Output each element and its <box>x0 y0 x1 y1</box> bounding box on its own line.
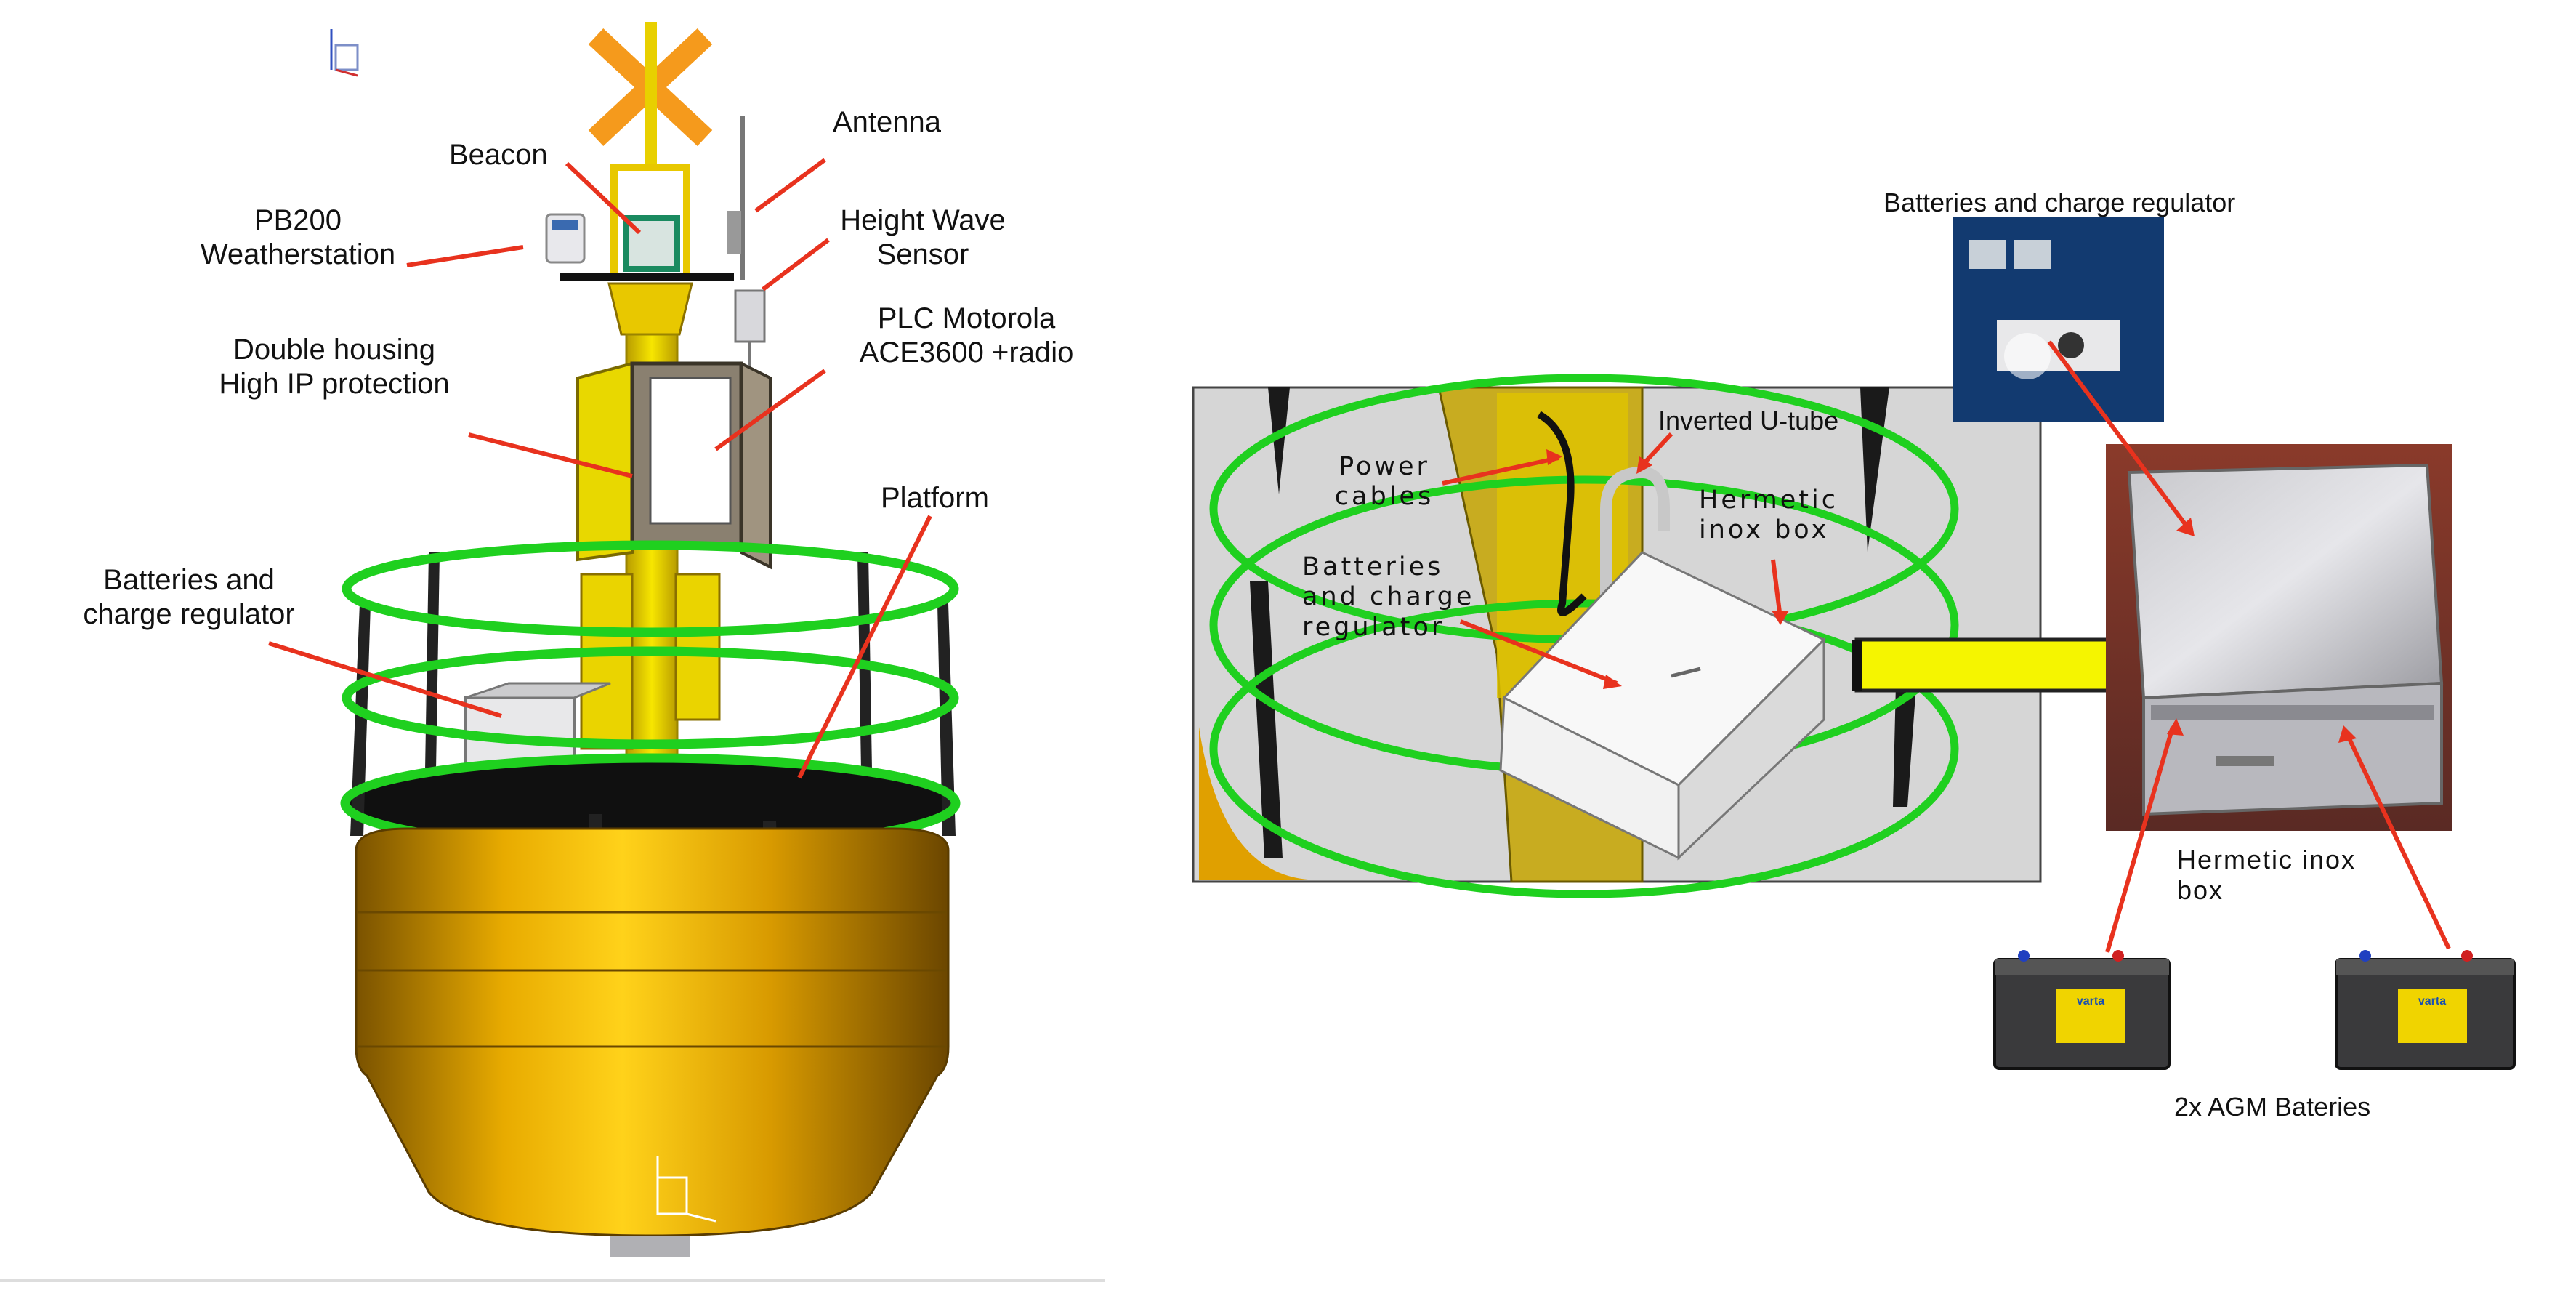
leader-lines-right <box>2047 340 2451 953</box>
agm-battery-1 <box>1993 950 2171 1070</box>
agm-battery-2 <box>2335 950 2516 1070</box>
label-power-cables: Power cables <box>1334 452 1434 512</box>
leader-lines-left <box>268 158 932 779</box>
label-hermetic-box-right: Hermetic inox box <box>2177 845 2357 906</box>
hermetic-box-3d <box>1499 551 1826 861</box>
label-double-housing: Double housing High IP protection <box>219 334 450 401</box>
top-mark-cross <box>588 22 713 167</box>
battery-brand-2: varta <box>2418 995 2446 1007</box>
label-batteries-left: Batteries and charge regulator <box>83 564 295 631</box>
height-wave-sensor <box>734 289 766 371</box>
buoy-hull <box>355 827 950 1237</box>
instrument-bar <box>560 273 734 281</box>
label-antenna: Antenna <box>833 106 942 138</box>
label-weatherstation: PB200 Weatherstation <box>200 204 396 271</box>
housing-detail-view <box>1192 374 2042 898</box>
label-height-wave-sensor: Height Wave Sensor <box>840 204 1006 271</box>
control-panel-photo <box>1953 217 2164 422</box>
axis-icon <box>330 29 359 77</box>
inverted-u-tube <box>1600 466 1670 625</box>
double-housing <box>576 361 772 570</box>
hull-axis-icon <box>656 1156 716 1223</box>
label-agm-batteries: 2x AGM Bateries <box>2174 1092 2371 1122</box>
weatherstation <box>545 213 586 264</box>
power-cable <box>1537 411 1587 616</box>
label-inverted-u-tube: Inverted U-tube <box>1658 406 1839 435</box>
label-batteries-photo: Batteries and charge regulator <box>1883 188 2236 217</box>
label-batteries-middle: Batteries and charge regulator <box>1302 552 1475 642</box>
buoy-illustration <box>0 22 1105 1282</box>
label-plc: PLC Motorola ACE3600 +radio <box>859 302 1074 369</box>
platform <box>345 758 956 848</box>
label-hermetic-box-middle: Hermetic inox box <box>1699 486 1838 545</box>
label-platform: Platform <box>881 482 989 514</box>
hull-bottom <box>610 1236 690 1257</box>
label-beacon: Beacon <box>449 139 548 171</box>
mast-top <box>607 282 693 336</box>
battery-brand-1: varta <box>2077 995 2104 1007</box>
leader-lines-middle <box>1442 432 1782 685</box>
